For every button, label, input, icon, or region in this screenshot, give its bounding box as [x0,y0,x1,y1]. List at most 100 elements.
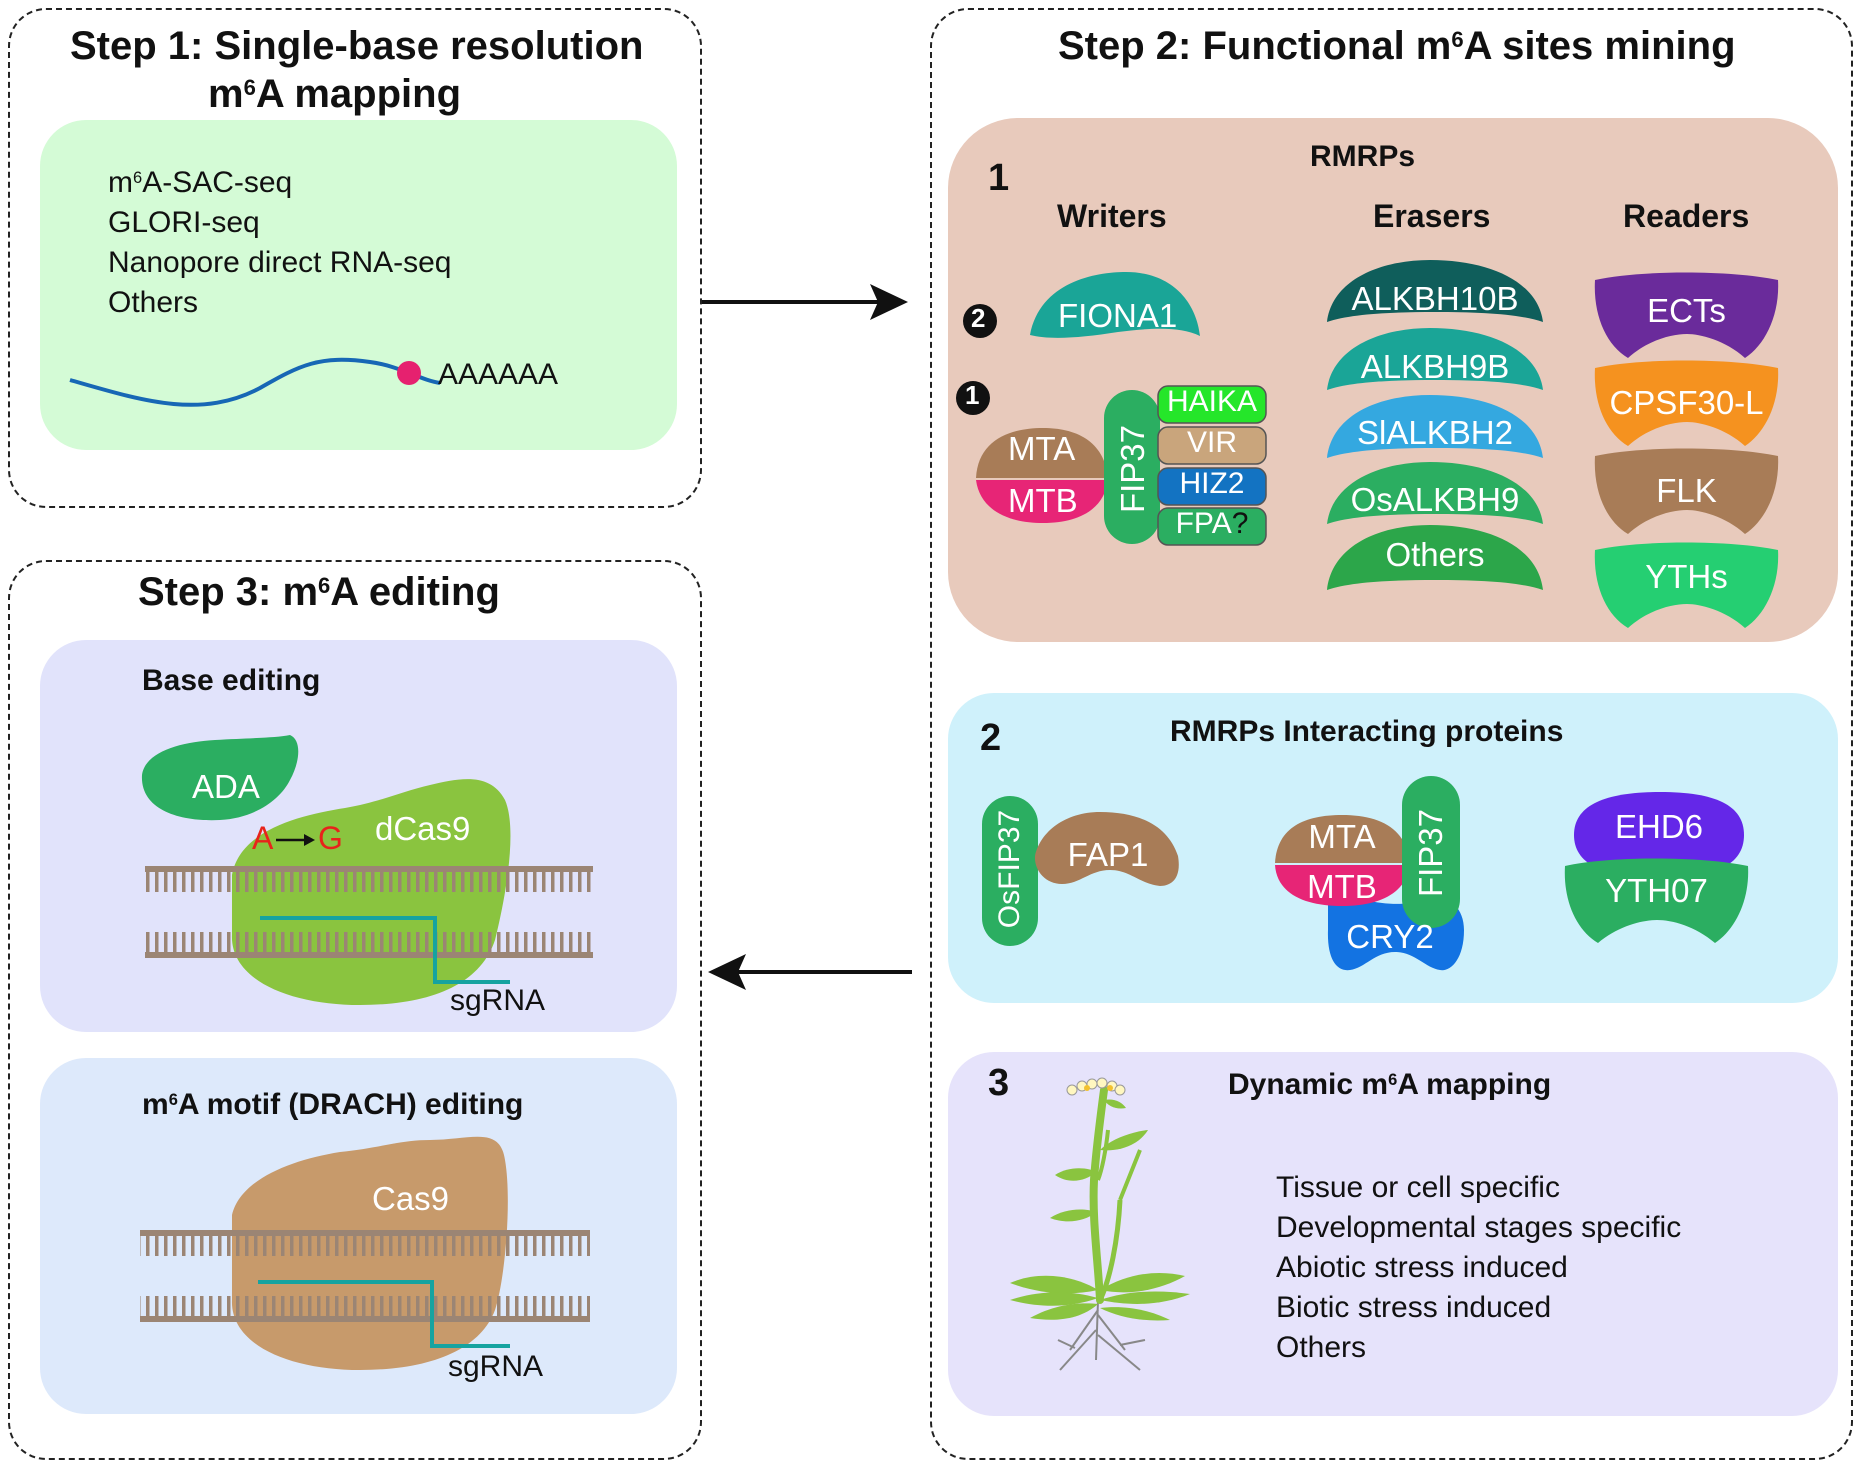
cpsf30l-shape [1594,360,1779,446]
osalkbh9-shape [1327,462,1543,524]
sgrna-label-2: sgRNA [448,1350,544,1383]
method-item: Others [108,286,199,320]
step1-title-line2: m6A mapping [208,72,462,116]
haika-shape [1157,385,1267,424]
eraser-alkbh10b-label: ALKBH10B [1351,280,1519,317]
mta2-label: MTA [1308,818,1376,855]
mta-label: MTA [1008,430,1076,467]
motif-editing-title: m6A motif (DRACH) editing [142,1088,524,1121]
reader-ects-label: ECTs [1647,292,1726,329]
dynamic-items-list: Tissue or cell specific Developmental st… [1276,1168,1681,1368]
step1-methods-panel [40,120,677,450]
fip37-label: FIP37 [1114,424,1151,514]
dynamic-item: Developmental stages specific [1276,1211,1682,1244]
vir-shape [1157,426,1267,465]
fap1-shape [1034,812,1179,886]
dynamic-item: Biotic stress induced [1276,1291,1552,1324]
mtb-label: MTB [1008,482,1078,519]
hiz2-shape [1157,467,1267,506]
interacting-title: RMRPs Interacting proteins [1170,715,1564,748]
step2-frame [930,8,1853,1460]
eraser-osalkbh9-label: OsALKBH9 [1350,481,1520,518]
mta-shape [976,428,1108,478]
section2-number: 2 [980,717,1002,759]
dna-double-strand-1 [145,866,593,958]
section1-number: 1 [988,157,1010,199]
dynamic-title: Dynamic m6A mapping [1228,1068,1552,1101]
fap1-label: FAP1 [1067,836,1149,873]
marker-1-label: 1 [965,380,980,410]
sgrna-label-1: sgRNA [450,984,546,1017]
plant-illustration [1010,1077,1190,1371]
ects-shape [1594,272,1779,358]
mtb2-label: MTB [1307,868,1377,905]
dcas9-label: dCas9 [375,810,471,847]
base-editing-title: Base editing [142,664,321,697]
dynamic-item: Tissue or cell specific [1276,1171,1560,1204]
method-item: GLORI-seq [108,206,260,240]
ehd6-shape [1574,792,1744,878]
arrow-step1-to-step2 [702,284,908,320]
fiona1-label: FIONA1 [1058,297,1178,334]
reader-yths-label: YTHs [1645,558,1728,595]
a-letter: A [252,820,274,856]
fpa-label: FPA? [1175,507,1249,540]
hiz2-label: HIZ2 [1179,467,1245,500]
dynamic-item: Abiotic stress induced [1276,1251,1568,1284]
ada-label: ADA [192,768,260,805]
flk-shape [1594,448,1779,534]
mrna-line [69,357,441,407]
method-item: Nanopore direct RNA-seq [108,246,452,280]
fip37-2-label: FIP37 [1412,808,1449,898]
mtb-shape [976,480,1108,523]
writers-header: Writers [1057,198,1167,234]
readers-header: Readers [1623,198,1750,234]
mtb2-shape [1275,865,1410,906]
haika-label: HAIKA [1166,385,1258,418]
a-to-g-arrow [276,834,315,846]
method-item: m6A-SAC-seq [108,166,293,200]
eraser-alkbh9b-label: ALKBH9B [1360,348,1510,385]
marker-1 [956,381,990,415]
erasers-header: Erasers [1373,198,1491,234]
vir-label: VIR [1186,426,1237,459]
section3-number: 3 [988,1062,1010,1104]
dynamic-item: Others [1276,1331,1367,1364]
fip37-2-shape [1402,776,1460,928]
fiona1-shape [1030,272,1200,338]
ehd6-label: EHD6 [1614,808,1704,845]
mta2-shape [1275,815,1410,863]
polya-tail: AAAAAA [438,358,559,391]
eraser-slalkbh2-label: SlALKBH2 [1357,414,1513,451]
rmrps-title: RMRPs [1310,140,1416,173]
step3-title: Step 3: m6A editing [138,570,500,614]
sgrna-line-1 [260,916,510,984]
arrow-step2-to-step3 [708,954,912,990]
g-letter: G [318,820,343,856]
marker-2-label: 2 [971,303,986,333]
alkbh9b-shape [1327,328,1543,390]
others-eraser-shape [1327,525,1543,590]
step3-frame [8,560,702,1460]
yth07-label: YTH07 [1605,872,1708,909]
cry2-label: CRY2 [1346,918,1434,955]
cas9-label: Cas9 [372,1180,450,1217]
reader-flk-label: FLK [1656,472,1717,509]
alkbh10b-shape [1327,260,1543,322]
step1-title-line1: Step 1: Single-base resolution [70,24,644,68]
slalkbh2-shape [1327,395,1543,458]
osfip37-label: OsFIP37 [993,809,1026,929]
step1-methods-list: m6A-SAC-seq GLORI-seq Nanopore direct RN… [108,158,452,323]
step2-title: Step 2: Functional m6A sites mining [1058,24,1736,68]
yth07-shape [1564,858,1749,943]
eraser-others-label: Others [1385,536,1485,573]
sgrna-line-2 [258,1280,510,1348]
yths-shape [1594,542,1779,628]
osfip37-shape [982,796,1038,946]
step1-frame [8,8,702,508]
marker-2 [963,304,997,338]
dna-double-strand-2 [140,1230,590,1322]
fip37-shape [1104,390,1160,544]
